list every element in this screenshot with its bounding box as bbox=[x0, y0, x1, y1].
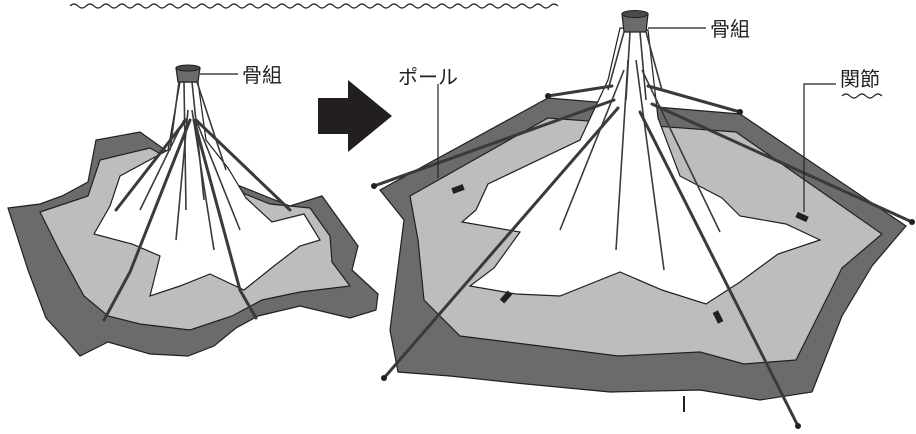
right-pole bbox=[650, 102, 914, 224]
left-canopy-fold bbox=[139, 119, 185, 211]
pole-label: ポール bbox=[398, 65, 458, 89]
left-frame-rib bbox=[183, 81, 187, 211]
right-tent bbox=[371, 10, 915, 429]
right-pole bbox=[382, 106, 620, 380]
left-pole bbox=[194, 118, 292, 212]
right-pole bbox=[646, 84, 742, 114]
left-frame-label: 骨組 bbox=[242, 63, 282, 87]
left-tent-canopy bbox=[93, 81, 321, 297]
right-frame-rib bbox=[607, 31, 625, 91]
joint-underline-wave-icon bbox=[841, 93, 883, 99]
left-tent bbox=[7, 64, 379, 357]
left-canopy-fold bbox=[195, 119, 241, 231]
right-frame-rib bbox=[625, 31, 631, 101]
right-pole bbox=[372, 98, 616, 188]
left-pole bbox=[102, 118, 192, 322]
right-frame-rib bbox=[639, 31, 647, 101]
left-pole bbox=[192, 118, 258, 320]
right-tent-canopy bbox=[460, 27, 822, 305]
pole-joint bbox=[712, 310, 724, 324]
right-frame-rib bbox=[645, 31, 663, 91]
right-canopy-fold bbox=[559, 69, 625, 231]
left-frame-rib bbox=[196, 81, 227, 171]
right-pole bbox=[638, 110, 800, 428]
pole-joint bbox=[795, 211, 809, 223]
pole-joint bbox=[499, 290, 513, 304]
left-canopy-fold bbox=[191, 109, 215, 251]
right-frame-label: 骨組 bbox=[710, 17, 750, 41]
right-canopy-fold bbox=[635, 59, 665, 271]
left-frame-rib bbox=[191, 81, 205, 201]
top-wave-icon bbox=[69, 3, 559, 9]
joint-leader bbox=[803, 83, 836, 212]
joint-label: 関節 bbox=[840, 67, 880, 91]
left-pole bbox=[114, 118, 188, 212]
right-pole bbox=[546, 84, 614, 98]
right-arrow-icon bbox=[318, 80, 392, 152]
right-canopy-fold bbox=[641, 69, 721, 233]
pole-joint bbox=[451, 184, 465, 194]
